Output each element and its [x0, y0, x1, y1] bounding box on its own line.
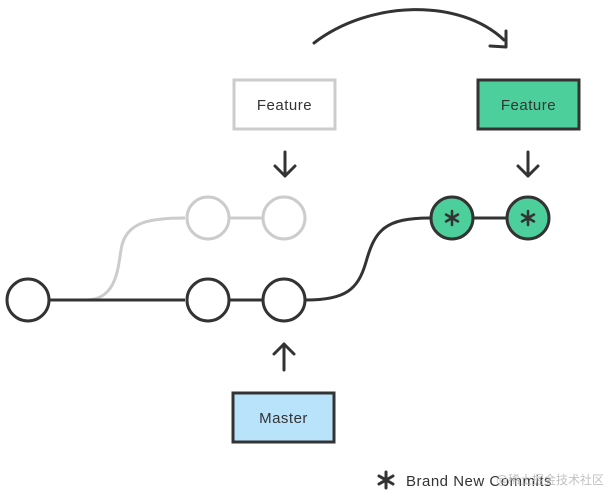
root-commit [5, 277, 51, 323]
down-arrow-icon [516, 150, 540, 178]
up-arrow-icon [272, 342, 296, 372]
old-feature-branch-curve [85, 216, 186, 302]
old-feature-commit-1 [185, 195, 231, 241]
feature-old-box [232, 78, 337, 131]
legend-asterisk-icon [377, 470, 395, 490]
feature-old-label: Feature [257, 97, 312, 114]
watermark-text: @稀土掘金技术社区 [496, 472, 604, 487]
master-label: Master [259, 410, 308, 427]
master-commit-1 [185, 277, 231, 323]
master-box [231, 391, 336, 444]
curved-arrow-icon [312, 8, 508, 49]
asterisk-icon [520, 209, 536, 227]
old-feature-commit-2 [261, 195, 307, 241]
asterisk-icon [444, 209, 460, 227]
down-arrow-icon [273, 150, 297, 178]
master-commit-2 [261, 277, 307, 323]
legend-label: Brand New Commits [406, 473, 552, 490]
feature-new-box [476, 78, 581, 131]
feature-new-label: Feature [501, 97, 556, 114]
new-feature-branch-curve [305, 216, 431, 302]
